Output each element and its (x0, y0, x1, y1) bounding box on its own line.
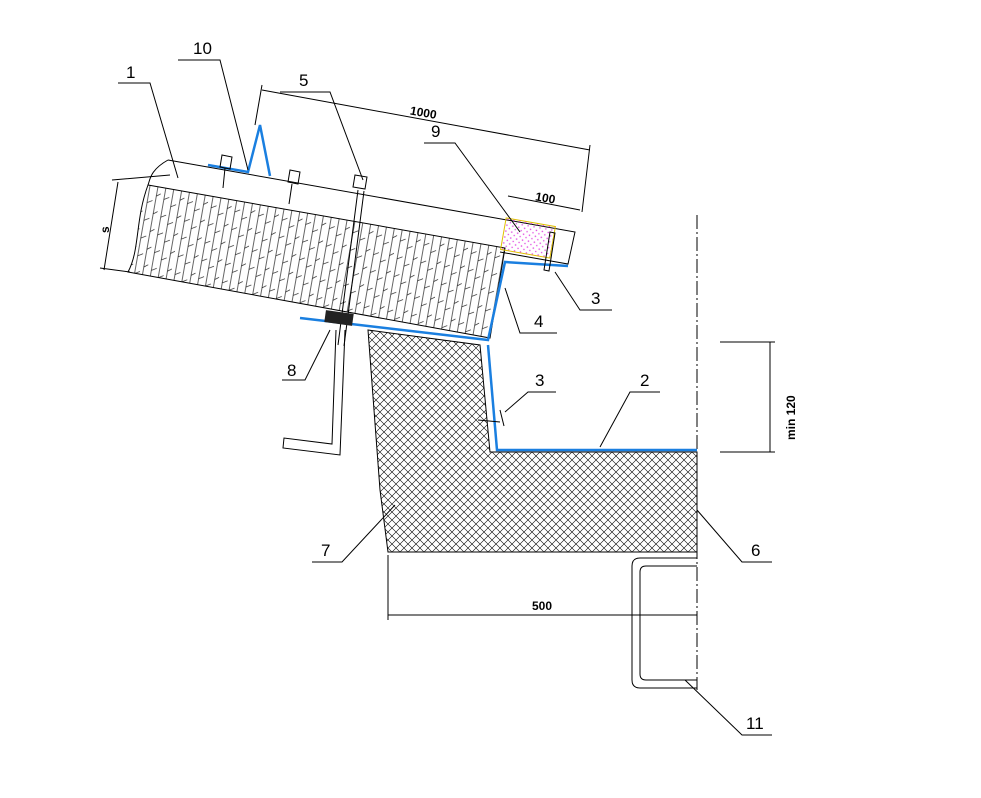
callout-4: 4 (534, 312, 543, 331)
callout-1: 1 (126, 63, 135, 82)
nut-8 (324, 310, 354, 326)
dim-100: 100 (534, 189, 556, 206)
dim-1000: 1000 (409, 104, 438, 122)
callout-2: 2 (640, 371, 649, 390)
bracket (282, 329, 346, 456)
dim-500: 500 (532, 599, 552, 613)
foam-seal (500, 217, 556, 259)
sandwich-panel (127, 159, 576, 339)
callout-3-bottom: 3 (535, 371, 544, 390)
callout-10: 10 (193, 39, 212, 58)
callout-3-top: 3 (591, 289, 600, 308)
callout-9: 9 (431, 122, 440, 141)
callout-6: 6 (751, 541, 760, 560)
callout-11: 11 (746, 714, 764, 733)
dimension-lines (99, 84, 775, 620)
dim-s: s (98, 226, 112, 233)
flashing-4 (299, 260, 569, 342)
callout-8: 8 (287, 361, 296, 380)
callout-5: 5 (299, 71, 308, 90)
dim-min-120: min 120 (784, 395, 798, 440)
steel-channel (631, 557, 697, 689)
leader-lines (118, 59, 772, 736)
concrete-support (367, 329, 698, 553)
callout-7: 7 (321, 541, 330, 560)
flashing-2 (486, 344, 697, 452)
